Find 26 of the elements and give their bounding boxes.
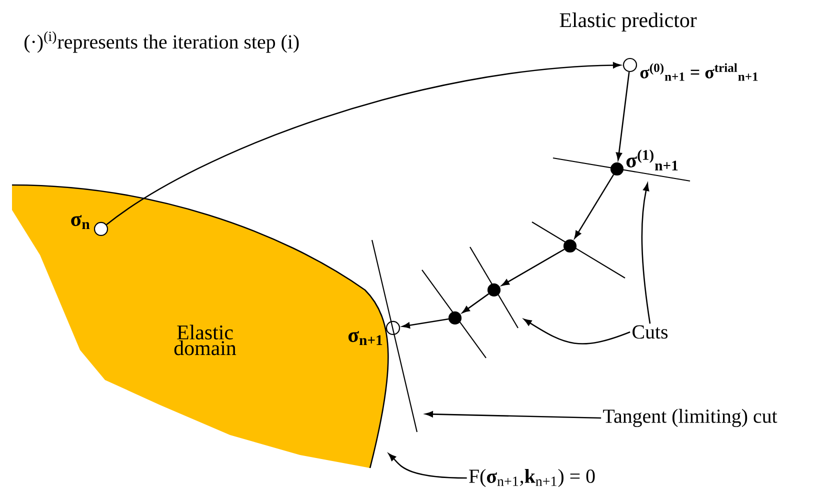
- arrow: [462, 293, 490, 314]
- leader-arrow: [524, 318, 630, 344]
- note-text: (·)$^{(i)}$represents the iteration step (i): [24, 31, 299, 53]
- open-point: [386, 320, 400, 336]
- arrow: [502, 248, 565, 286]
- leader-arrow: [388, 453, 467, 479]
- arrow: [106, 62, 621, 226]
- point-label: σ$_{n}$: [71, 215, 90, 229]
- open-point: [622, 58, 638, 72]
- arrow: [616, 72, 630, 160]
- solid-point: [610, 162, 624, 176]
- point-label: σ$^{(1)}$n+1: [626, 150, 678, 170]
- callout-text: F(σ$_{n+1}$,k$_{n+1}$) = 0: [469, 468, 595, 487]
- open-point: [94, 222, 108, 236]
- point-label: σ$_{n+1}$: [348, 331, 382, 345]
- arrow: [402, 318, 449, 328]
- solid-point: [448, 311, 462, 325]
- solid-point: [563, 239, 577, 253]
- solid-point: [487, 283, 501, 297]
- arrow: [574, 174, 614, 239]
- leader-arrow: [641, 183, 651, 324]
- heading-text: Elastic predictor: [560, 12, 697, 32]
- leader-arrow: [425, 411, 602, 419]
- callout-text: Cuts: [632, 325, 668, 339]
- formula-label: σ$^{(0)}$$_{n+1}$ = σ$^{trial}$n+1: [640, 63, 758, 81]
- callout-text: Tangent (limiting) cut: [603, 408, 778, 428]
